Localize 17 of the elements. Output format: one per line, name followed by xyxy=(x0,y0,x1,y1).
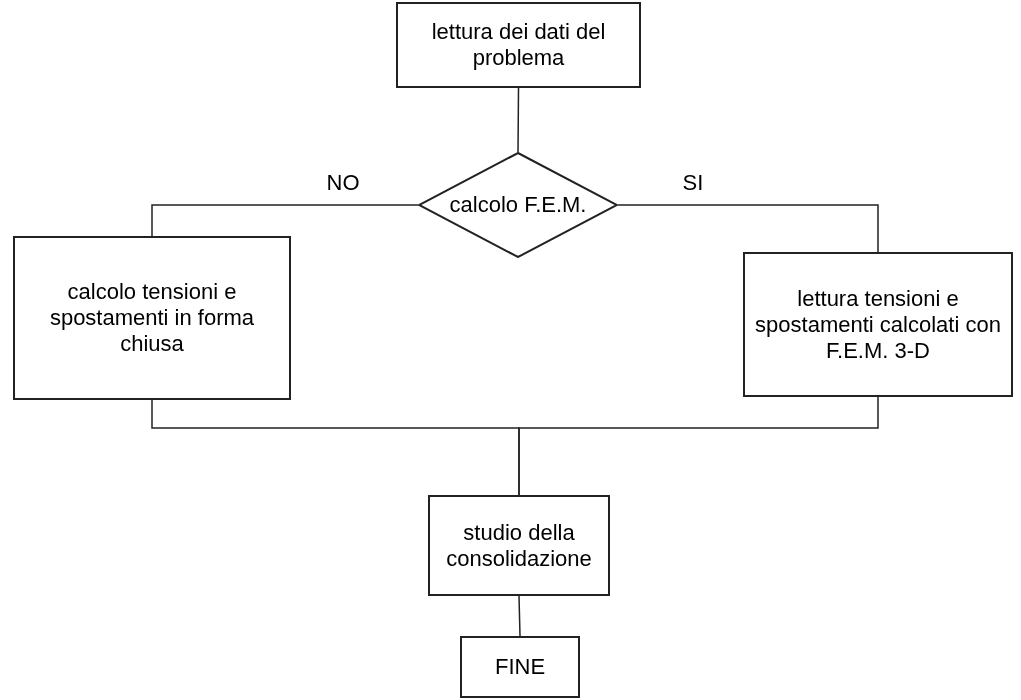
process-box xyxy=(428,495,610,596)
node-text: lettura dei dati del problema xyxy=(430,19,607,71)
process-box xyxy=(396,2,641,88)
connector-line xyxy=(151,204,419,237)
node-text: calcolo tensioni e spostamenti in forma chiusa xyxy=(48,279,256,357)
process-box xyxy=(743,252,1013,397)
process-box xyxy=(13,236,291,400)
node-text: studio della consolidazione xyxy=(445,519,593,572)
connector-line xyxy=(518,595,521,637)
connector-line xyxy=(517,87,520,153)
connector-line xyxy=(617,204,879,253)
node-text: lettura tensioni e spostamenti calcolati con F.E.M. 3-D xyxy=(754,285,1002,364)
connector-line xyxy=(518,396,879,496)
node-text: calcolo F.E.M. xyxy=(449,192,587,218)
process-box xyxy=(460,636,580,698)
node-text: FINE xyxy=(494,654,546,680)
decision-diamond xyxy=(418,152,618,258)
